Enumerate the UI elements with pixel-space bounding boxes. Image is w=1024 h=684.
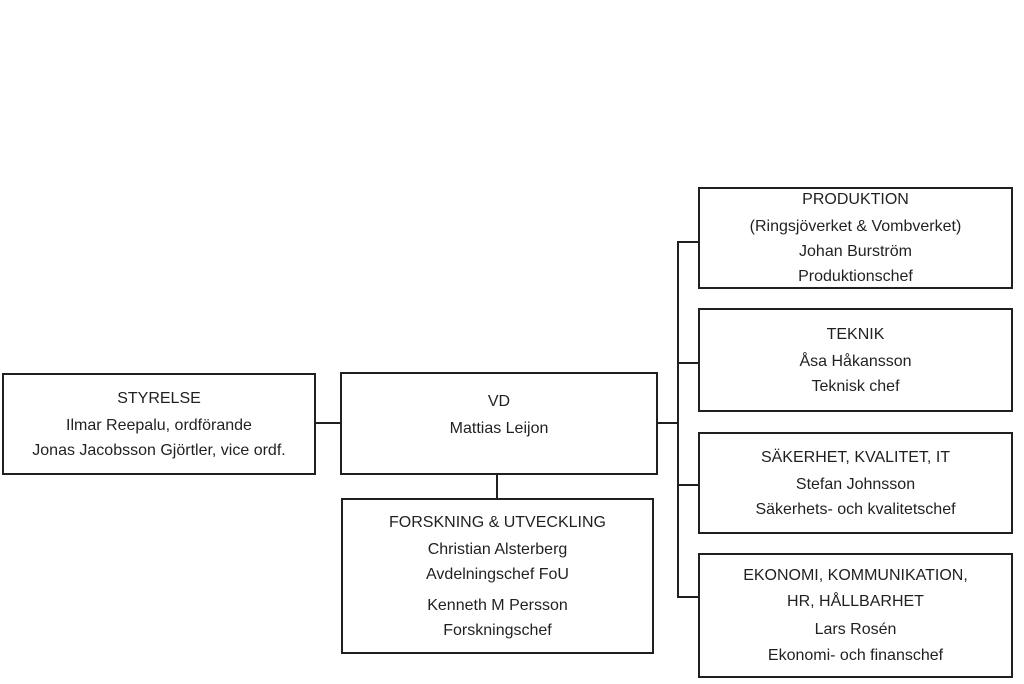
node-ekonomi-role: Ekonomi- och finanschef — [767, 646, 944, 664]
node-teknik-person: Åsa Håkansson — [799, 352, 912, 370]
node-vd-person: Mattias Leijon — [449, 420, 549, 437]
node-vd: VD Mattias Leijon — [340, 372, 658, 475]
node-ekonomi-title-1: EKONOMI, KOMMUNIKATION, — [743, 566, 968, 584]
connector-styrelse-vd — [316, 422, 340, 424]
node-vd-title: VD — [487, 393, 511, 410]
node-styrelse-title: STYRELSE — [117, 389, 201, 407]
node-fou-person-1: Christian Alsterberg — [427, 540, 568, 558]
connector-branch-ekonomi — [677, 596, 698, 598]
connector-branch-sakerhet — [677, 484, 698, 486]
node-sakerhet-person: Stefan Johnsson — [795, 475, 916, 493]
connector-branch-teknik — [677, 362, 698, 364]
connector-vd-trunk — [657, 422, 679, 424]
node-produktion-subtitle: (Ringsjöverket & Vombverket) — [749, 218, 962, 235]
node-teknik-title: TEKNIK — [826, 325, 885, 343]
node-fou-role-2: Forskningschef — [443, 621, 552, 639]
node-styrelse-member-1: Ilmar Reepalu, ordförande — [66, 416, 252, 434]
node-styrelse: STYRELSE Ilmar Reepalu, ordförande Jonas… — [2, 373, 316, 475]
node-teknik-role: Teknisk chef — [811, 377, 900, 395]
node-fou-role-1: Avdelningschef FoU — [426, 565, 569, 583]
connector-branch-produktion — [677, 241, 698, 243]
node-produktion-title: PRODUKTION — [802, 191, 909, 208]
node-styrelse-member-2: Jonas Jacobsson Gjörtler, vice ordf. — [32, 441, 286, 459]
node-sakerhet-role: Säkerhets- och kvalitetschef — [755, 500, 956, 518]
node-teknik: TEKNIK Åsa Håkansson Teknisk chef — [698, 308, 1013, 412]
node-sakerhet-kvalitet-it: SÄKERHET, KVALITET, IT Stefan Johnsson S… — [698, 432, 1013, 534]
node-fou-title: FORSKNING & UTVECKLING — [389, 513, 606, 531]
node-produktion-role: Produktionschef — [798, 268, 913, 285]
node-ekonomi-person: Lars Rosén — [814, 620, 897, 638]
connector-vd-fou — [496, 475, 498, 498]
node-sakerhet-title: SÄKERHET, KVALITET, IT — [760, 448, 951, 466]
connector-trunk — [677, 241, 679, 598]
node-fou-person-2: Kenneth M Persson — [427, 596, 568, 614]
node-forskning-utveckling: FORSKNING & UTVECKLING Christian Alsterb… — [341, 498, 654, 654]
node-ekonomi-kommunikation: EKONOMI, KOMMUNIKATION, HR, HÅLLBARHET L… — [698, 553, 1013, 678]
node-ekonomi-title-2: HR, HÅLLBARHET — [787, 592, 924, 610]
node-produktion-person: Johan Burström — [799, 243, 912, 260]
node-produktion: PRODUKTION (Ringsjöverket & Vombverket) … — [698, 187, 1013, 289]
